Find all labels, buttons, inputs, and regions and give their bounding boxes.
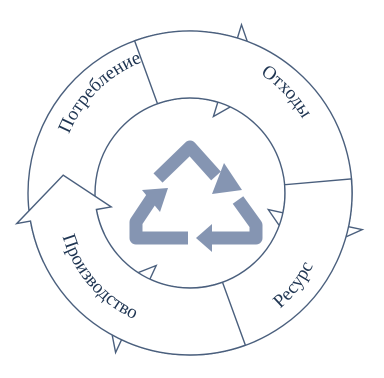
recycle-icon: [129, 140, 263, 252]
cycle-segments: [14, 22, 365, 356]
segment-production: [14, 174, 247, 356]
